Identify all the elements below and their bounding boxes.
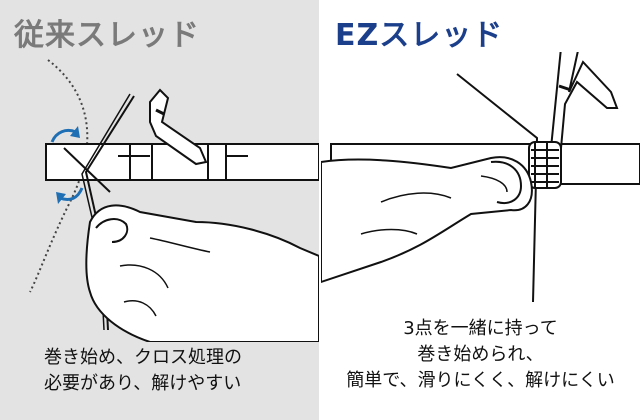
panel-title-conventional: 従来スレッド <box>14 18 200 53</box>
ez-caption-line-3: 簡単で、滑りにくく、解けにくい <box>346 370 615 391</box>
conventional-caption: 巻き始め、クロス処理の 必要があり、解けやすい <box>44 345 242 397</box>
rotation-arrow-lower <box>59 187 84 202</box>
conventional-caption-line-2: 必要があり、解けやすい <box>44 373 242 394</box>
ez-threading-illustration <box>321 52 640 303</box>
ez-thread-panel: EZスレッド <box>321 0 640 420</box>
thread-line <box>456 73 539 303</box>
thread-wraps <box>528 141 562 189</box>
conventional-caption-line-1: 巻き始め、クロス処理の <box>44 347 242 368</box>
rod-guide <box>118 88 248 181</box>
hand <box>321 156 533 284</box>
panel-title-ez: EZスレッド <box>335 18 504 53</box>
ez-caption-line-2: 巻き始められ、 <box>417 344 544 365</box>
ez-caption: 3点を一緒に持って 巻き始められ、 簡単で、滑りにくく、解けにくい <box>321 316 640 394</box>
ez-caption-line-1: 3点を一緒に持って <box>403 318 558 339</box>
panel-divider <box>319 0 321 420</box>
rotation-arrow-upper <box>50 128 77 143</box>
rod-guide <box>549 52 619 149</box>
hand <box>85 204 319 342</box>
conventional-thread-panel: 従来スレッド <box>0 0 319 420</box>
conventional-threading-illustration <box>29 59 319 342</box>
